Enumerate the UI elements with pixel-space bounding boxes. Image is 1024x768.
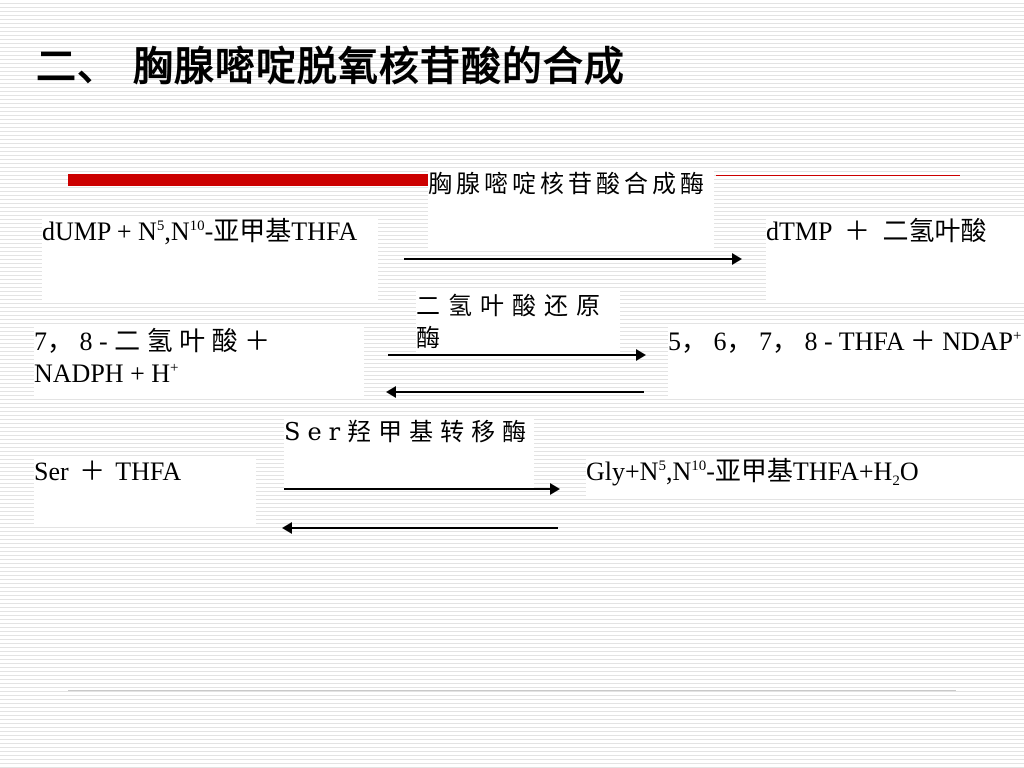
reaction3-forward-arrow <box>284 483 560 495</box>
slide-title: 二、 胸腺嘧啶脱氧核苷酸的合成 <box>36 44 625 90</box>
reaction1-substrate: dUMP + N5,N10-亚甲基THFA <box>42 216 378 300</box>
reaction2-forward-arrow <box>388 349 646 361</box>
title-underline-bar <box>68 174 428 186</box>
reaction2-enzyme: 二氢叶酸还原酶 <box>416 290 620 356</box>
reaction3-reverse-arrow <box>282 522 558 534</box>
reaction1-forward-arrow <box>404 253 742 265</box>
reaction3-product: Gly+N5,N10-亚甲基THFA+H2O <box>586 456 1024 496</box>
reaction2-product: 5， 6， 7， 8 - THFA ＋ NDAP+ <box>668 326 1024 398</box>
reaction2-substrate: 7， 8 - 二 氢 叶 酸 ＋ NADPH + H+ <box>34 326 364 398</box>
title-underline-rule <box>716 175 960 176</box>
reaction3-enzyme: Ser羟甲基转移酶 <box>284 416 534 488</box>
reaction2-reverse-arrow <box>386 386 644 398</box>
reaction3-substrate: Ser ＋ THFA <box>34 456 256 524</box>
footer-rule <box>68 690 956 691</box>
reaction1-enzyme: 胸腺嘧啶核苷酸合成酶 <box>428 168 714 248</box>
reaction1-product: dTMP ＋ 二氢叶酸 <box>766 216 1024 300</box>
